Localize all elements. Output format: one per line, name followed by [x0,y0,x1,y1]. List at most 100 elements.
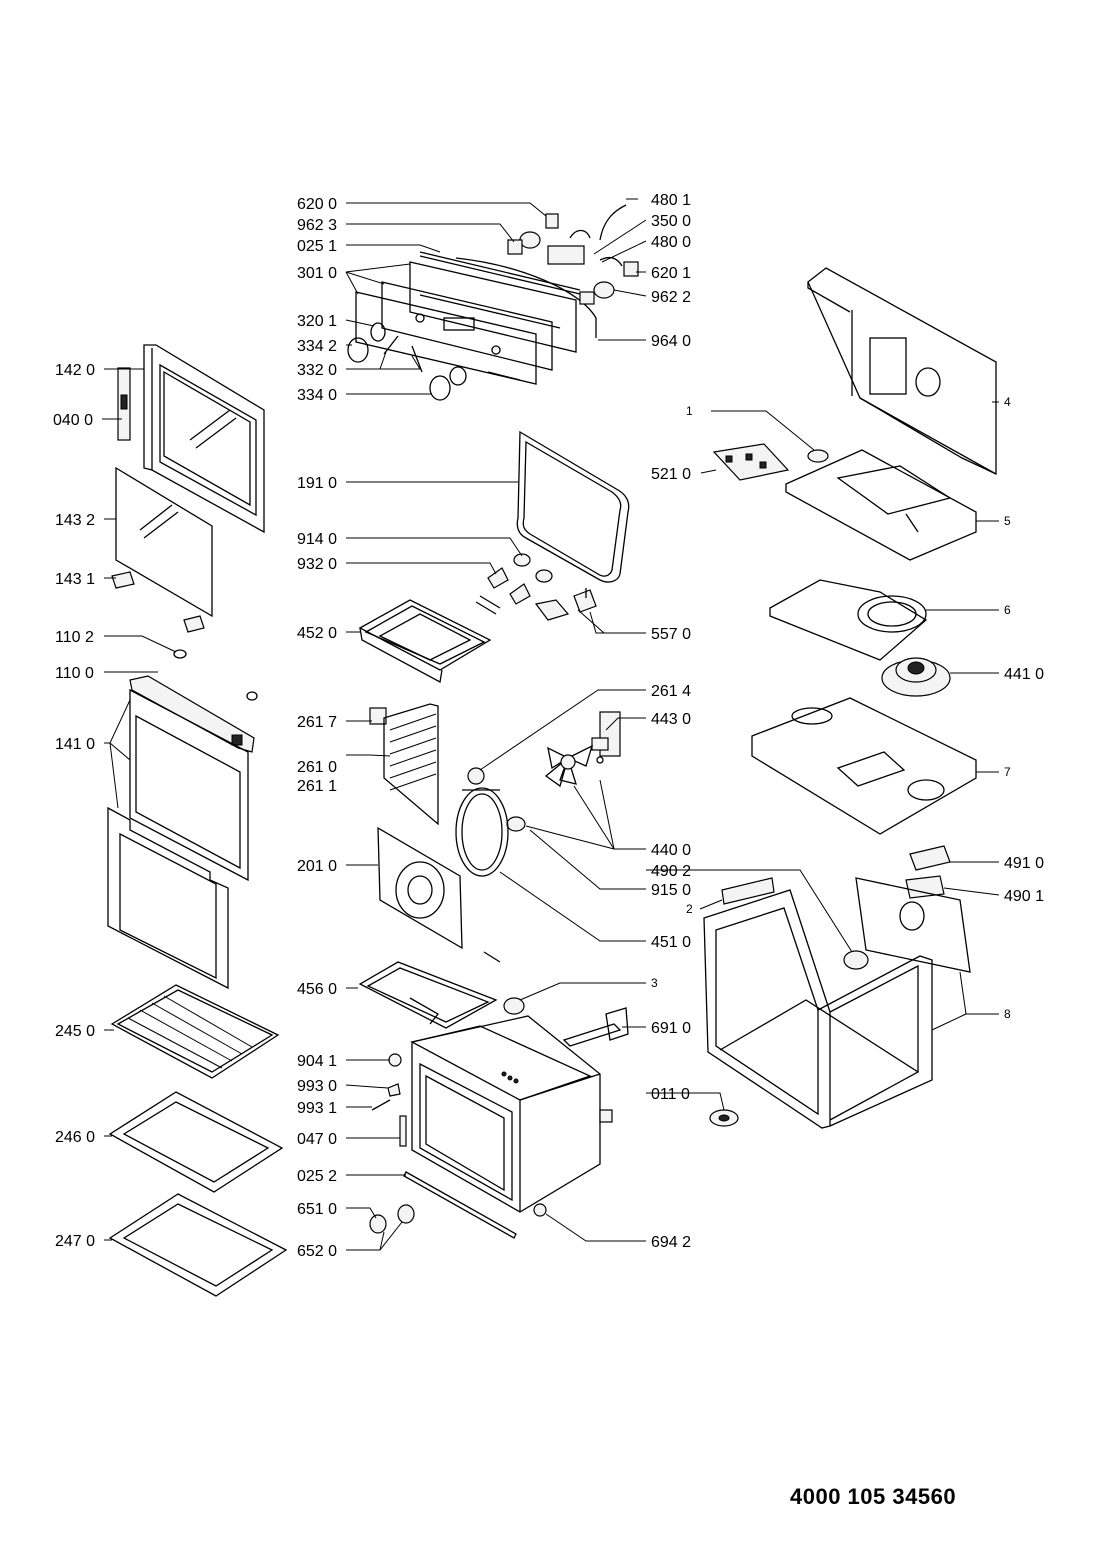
label-451-0: 451 0 [651,934,691,951]
air-duct-6 [769,579,928,661]
label-261-0: 261 0 [297,759,337,776]
fan-441 [881,657,951,697]
label-201-0: 201 0 [297,858,337,875]
foot-011 [709,1109,739,1127]
label-652-0: 652 0 [297,1243,337,1260]
label-6: 6 [1004,603,1011,617]
hinge-040 [117,367,131,441]
label-993-1: 993 1 [297,1100,337,1117]
inner-glass-143-2 [115,466,213,618]
label-261-1: 261 1 [297,778,337,795]
label-2: 2 [686,902,693,916]
fan-blade-440 [506,744,594,832]
grill-element-456 [358,951,501,1029]
label-261-4: 261 4 [651,683,691,700]
baking-tray-246 [108,1091,284,1193]
label-521-0: 521 0 [651,466,691,483]
label-110-0: 110 0 [55,665,94,682]
outer-casing-8 [703,877,971,1129]
connector-490-1 [905,875,945,899]
label-962-2: 962 2 [651,289,691,306]
label-332-0: 332 0 [297,362,337,379]
label-3: 3 [651,976,658,990]
terminal-491 [909,845,951,871]
label-334-0: 334 0 [297,387,337,404]
label-4: 4 [1004,395,1011,409]
cable-duct-2 [721,877,775,905]
door-seal-191 [516,430,630,583]
label-7: 7 [1004,765,1011,779]
label-143-2: 143 2 [55,512,95,529]
shelf-support-261 [369,703,439,826]
label-694-2: 694 2 [651,1234,691,1251]
label-456-0: 456 0 [297,981,337,998]
label-143-1: 143 1 [55,571,95,588]
heating-element-452 [358,595,501,684]
lamp-261-4 [467,767,485,785]
label-962-3: 962 3 [297,217,337,234]
control-panel-301 [355,261,577,385]
label-040-0: 040 0 [53,412,93,429]
label-261-7: 261 7 [297,714,337,731]
label-452-0: 452 0 [297,625,337,642]
bottom-trim-025-2 [403,1171,517,1239]
label-691-0: 691 0 [651,1020,691,1037]
knobs-334-320 [347,322,467,401]
bushings-914-932 [487,553,553,605]
label-141-0: 141 0 [55,736,95,753]
feet-651-652 [369,1203,547,1234]
label-904-1: 904 1 [297,1053,337,1070]
bottom-plate-7 [751,697,977,835]
switches-620-962 [507,204,639,305]
label-651-0: 651 0 [297,1201,337,1218]
hinge-receiver-691 [562,1007,629,1047]
label-247-0: 247 0 [55,1233,95,1250]
washer-110-2 [173,649,187,659]
drip-pan-247 [108,1193,288,1297]
label-491-0: 491 0 [1004,855,1044,872]
circular-element-451 [455,787,509,877]
electronic-board-521 [712,443,790,481]
label-440-0: 440 0 [651,842,691,859]
label-191-0: 191 0 [297,475,337,492]
label-443-0: 443 0 [651,711,691,728]
oven-cavity [410,1015,613,1213]
label-490-2: 490 2 [651,863,691,880]
label-245-0: 245 0 [55,1023,95,1040]
door-top-profile-110-0 [129,675,258,753]
small-parts-904-993-047 [371,1053,407,1147]
label-334-2: 334 2 [297,338,337,355]
label-025-1: 025 1 [297,238,337,255]
label-8: 8 [1004,1007,1011,1021]
fan-duct-3 [503,997,525,1015]
label-142-0: 142 0 [55,362,95,379]
label-011-0: 011 0 [651,1086,690,1103]
thermostat-557 [534,588,597,621]
label-964-0: 964 0 [651,333,691,350]
door-frame-142 [143,344,265,534]
fan-cover-201 [377,826,463,950]
fan-motor-443 [591,711,621,764]
top-cover-4 [807,267,997,476]
glass-clip-143-1 [111,571,205,633]
label-620-0: 620 0 [297,196,337,213]
label-301-0: 301 0 [297,265,337,282]
label-993-0: 993 0 [297,1078,337,1095]
label-047-0: 047 0 [297,1131,337,1148]
middle-plate-5 [785,449,977,561]
part-labels: 142 0 040 0 143 2 143 1 110 2 110 0 141 … [53,192,1044,1260]
label-480-1: 480 1 [651,192,691,209]
leader-lines [102,198,1000,1251]
label-110-2: 110 2 [55,629,94,646]
wire-shelf-245 [110,984,280,1079]
label-490-1: 490 1 [1004,888,1044,905]
document-number: 4000 105 34560 [790,1484,957,1509]
label-932-0: 932 0 [297,556,337,573]
label-246-0: 246 0 [55,1129,95,1146]
door-glass-141 [107,688,249,990]
label-915-0: 915 0 [651,882,691,899]
label-620-1: 620 1 [651,265,691,282]
label-480-0: 480 0 [651,234,691,251]
label-557-0: 557 0 [651,626,691,643]
